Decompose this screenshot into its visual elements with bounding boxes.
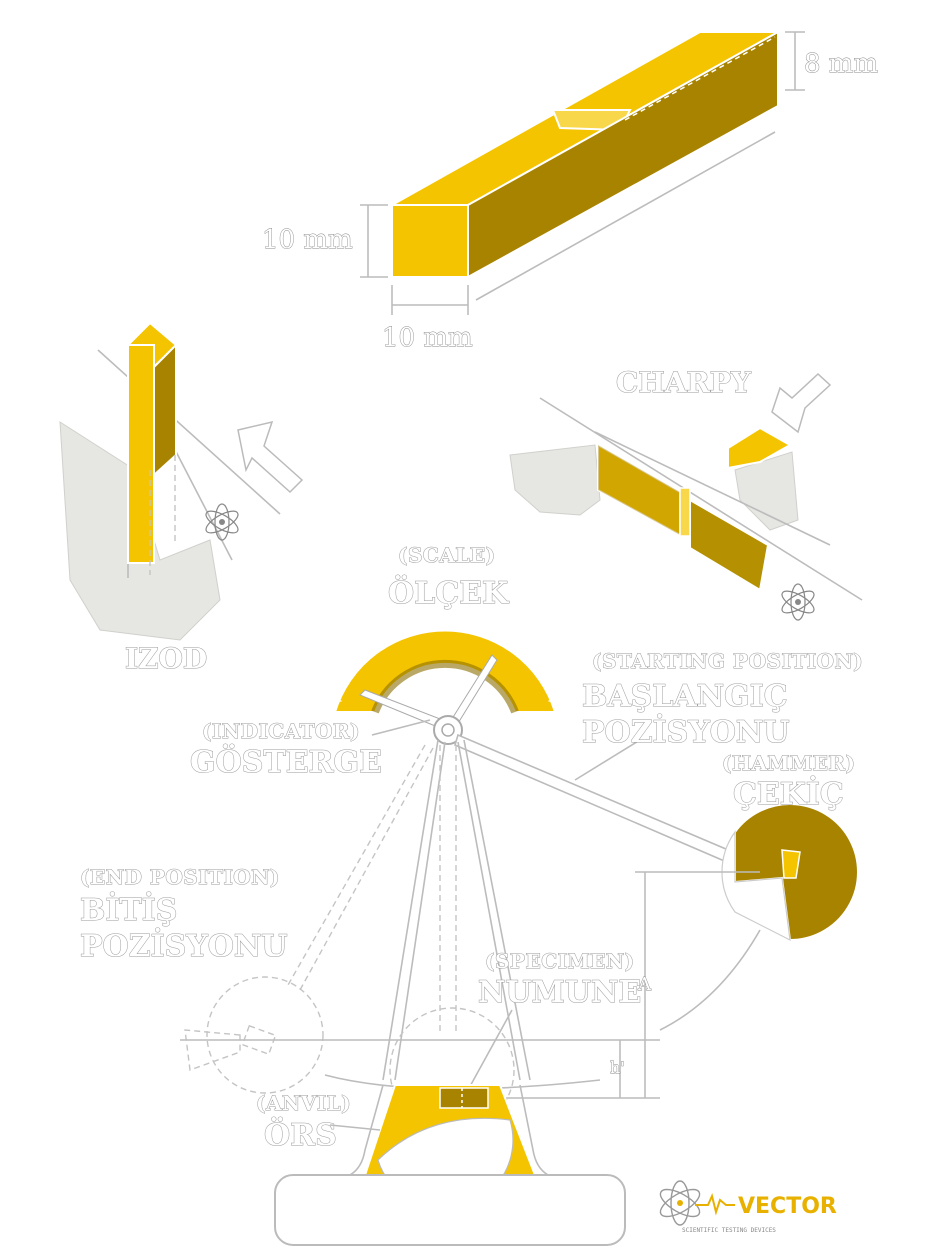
scale-tick — [338, 676, 347, 681]
hammer-en-label: (HAMMER) — [722, 751, 855, 775]
hammer-arm-start — [454, 733, 742, 868]
logo-word: VECTOR — [738, 1194, 837, 1219]
scale-tick — [409, 605, 414, 614]
scale-tick — [514, 628, 521, 636]
scale-tick — [333, 699, 342, 702]
specimen-tr-label: NUMUNE — [478, 975, 641, 1010]
scale-tick — [476, 605, 481, 614]
izod-label: IZOD — [125, 642, 207, 675]
notch-depth-label: 8 mm — [804, 49, 878, 79]
specimen-en-label: (SPECIMEN) — [485, 949, 635, 973]
scale-tick — [347, 655, 361, 664]
scale-tick — [505, 621, 512, 629]
hammer-bottom-position — [389, 1007, 515, 1133]
scale-tr-label: ÖLÇEK — [388, 574, 509, 611]
height-a-label: A — [637, 974, 652, 995]
vector-logo: VECTOR SCIENTIFIC TESTING DEVICES — [659, 1180, 837, 1234]
scale-tick — [378, 621, 385, 629]
scale-tick — [388, 614, 397, 628]
specimen-bar — [388, 30, 782, 279]
height-h-label: h' — [610, 1058, 625, 1077]
hammer-head — [721, 803, 859, 942]
scale-tick — [354, 645, 362, 652]
scale-tick — [466, 602, 469, 611]
machine-base — [274, 1084, 626, 1246]
specimen-height-label: 10 mm — [262, 225, 353, 255]
atom-icon — [205, 503, 239, 541]
anvil-tr-label: ÖRS — [264, 1116, 337, 1153]
end-tr-line1: BİTİŞ — [80, 891, 177, 928]
scale-tick — [539, 665, 548, 671]
anvil-en-label: (ANVIL) — [256, 1091, 351, 1115]
scale-tick — [548, 699, 557, 702]
logo-tagline: SCIENTIFIC TESTING DEVICES — [682, 1227, 776, 1234]
scale-dial — [333, 600, 557, 714]
scale-tick — [543, 676, 552, 681]
start-tr-line1: BAŞLANGIÇ — [582, 679, 788, 714]
scale-en-label: (SCALE) — [398, 543, 496, 567]
dimension-lines — [360, 31, 805, 315]
scale-tick — [421, 602, 424, 611]
scale-tick — [335, 688, 344, 691]
scale-tick — [369, 628, 376, 636]
scale-tick — [546, 688, 555, 691]
start-tr-line2: POZİSYONU — [582, 713, 789, 750]
scale-tick — [528, 645, 536, 652]
scale-tick — [493, 614, 502, 628]
scale-tick — [529, 655, 543, 664]
scale-tick — [398, 609, 404, 618]
scale-tick — [521, 636, 529, 643]
end-tr-line2: POZİSYONU — [80, 927, 287, 964]
end-en-label: (END POSITION) — [80, 865, 280, 889]
hammer-end-position — [184, 976, 324, 1094]
indicator-en-label: (INDICATOR) — [202, 719, 360, 743]
atom-icon — [659, 1180, 701, 1226]
scale-tick — [455, 600, 458, 609]
hammer-tr-label: ÇEKİÇ — [733, 775, 844, 812]
scale-tick — [361, 636, 369, 643]
specimen-width-label: 10 mm — [382, 323, 473, 353]
izod-setup — [59, 321, 304, 641]
scale-tick — [342, 665, 351, 671]
charpy-setup — [509, 372, 863, 601]
scale-tick — [432, 600, 435, 609]
charpy-label: CHARPY — [616, 366, 752, 399]
indicator-tr-label: GÖSTERGE — [190, 743, 382, 780]
scale-tick — [486, 609, 492, 618]
atom-icon — [781, 583, 815, 621]
machine-frame — [287, 739, 531, 1081]
start-en-label: (STARTING POSITION) — [592, 649, 863, 673]
height-reference — [180, 871, 761, 1099]
